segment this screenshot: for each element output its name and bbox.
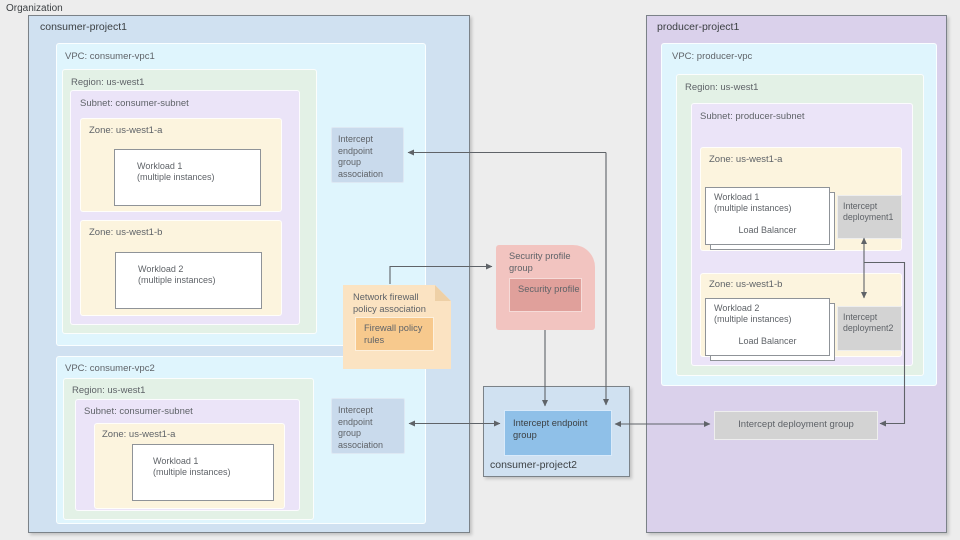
workload-name: Workload 1 [137,161,183,171]
intercept-endpoint-group-association-2: Intercept endpoint group association [331,398,405,454]
consumer-vpc1-box: VPC: consumer-vpc1 Region: us-west1 Subn… [56,43,426,346]
workload-2-stack: Workload 2 (multiple instances) [115,252,262,309]
intercept-endpoint-group-box: Intercept endpoint group [504,410,612,456]
workload-2-lb-stack: Workload 2 (multiple instances) Load Bal… [705,298,835,361]
consumer-vpc2-box: VPC: consumer-vpc2 Region: us-west1 Subn… [56,356,426,524]
producer-vpc-box: VPC: producer-vpc Region: us-west1 Subne… [661,43,937,386]
producer-region-box: Region: us-west1 Subnet: producer-subnet… [676,74,924,376]
consumer-vpc2-subnet-box: Subnet: consumer-subnet Zone: us-west1-a… [75,399,300,511]
network-firewall-policy-association-label: Network firewall policy association [353,292,426,314]
producer-zone-a-box: Zone: us-west1-a Workload 1 (multiple in… [700,147,902,251]
consumer-vpc1-zone-b-box: Zone: us-west1-b Workload 2 (multiple in… [80,220,282,316]
consumer-vpc1-subnet-label: Subnet: consumer-subnet [80,98,189,109]
workload-subtext: (multiple instances) [714,314,792,324]
workload-name: Workload 2 [714,303,760,313]
producer-subnet-box: Subnet: producer-subnet Zone: us-west1-a… [691,103,913,366]
workload-name: Workload 2 [138,264,184,274]
load-balancer-label: Load Balancer [738,225,797,235]
producer-project1-box: producer-project1 VPC: producer-vpc Regi… [646,15,947,533]
network-firewall-policy-association-box: Network firewall policy association Fire… [343,285,451,369]
consumer-project2-box: Intercept endpoint group consumer-projec… [483,386,630,477]
consumer-vpc1-region-label: Region: us-west1 [71,77,145,88]
consumer-project1-box: consumer-project1 VPC: consumer-vpc1 Reg… [28,15,470,533]
producer-vpc-label: VPC: producer-vpc [672,51,753,62]
workload-1-card: Workload 1 (multiple instances) [114,149,261,206]
consumer-vpc1-zone-b-label: Zone: us-west1-b [89,227,163,238]
workload-subtext: (multiple instances) [714,203,792,213]
consumer-vpc2-subnet-label: Subnet: consumer-subnet [84,406,193,417]
workload-name: Workload 1 [714,192,760,202]
workload-2-card: Workload 2 (multiple instances) [115,252,262,309]
consumer-vpc2-label: VPC: consumer-vpc2 [65,363,155,374]
intercept-deployment-group-box: Intercept deployment group [714,411,878,440]
consumer-vpc2-region-label: Region: us-west1 [72,385,146,396]
workload-1-lb-card: Workload 1 (multiple instances) Load Bal… [705,187,830,245]
consumer-vpc1-label: VPC: consumer-vpc1 [65,51,155,62]
firewall-policy-rules-box: Firewall policy rules [355,317,434,351]
workload-1-lb-stack: Workload 1 (multiple instances) Load Bal… [705,187,835,250]
intercept-endpoint-group-association-1: Intercept endpoint group association [331,127,404,183]
workload-name: Workload 1 [153,456,199,466]
consumer-vpc2-zone-a-box: Zone: us-west1-a Workload 1 (multiple in… [94,423,285,509]
security-profile-group-label: Security profile group [509,251,571,273]
intercept-deployment2-box: Intercept deployment2 [837,306,902,351]
load-balancer-label: Load Balancer [738,336,797,346]
organization-label: Organization [6,3,63,14]
consumer-vpc1-zone-a-box: Zone: us-west1-a Workload 1 (multiple in… [80,118,282,212]
producer-project1-title: producer-project1 [657,21,740,33]
consumer-vpc1-zone-a-label: Zone: us-west1-a [89,125,163,136]
consumer-vpc2-region-box: Region: us-west1 Subnet: consumer-subnet… [63,378,314,520]
workload-1-stack: Workload 1 (multiple instances) [132,444,274,501]
workload-2-lb-card: Workload 2 (multiple instances) Load Bal… [705,298,830,356]
producer-zone-a-label: Zone: us-west1-a [709,154,783,165]
producer-zone-b-box: Zone: us-west1-b Workload 2 (multiple in… [700,273,902,361]
workload-1-card: Workload 1 (multiple instances) [132,444,274,501]
security-profile-box: Security profile [509,278,582,312]
consumer-project2-title: consumer-project2 [490,459,577,471]
consumer-project1-title: consumer-project1 [40,21,127,33]
workload-1-stack: Workload 1 (multiple instances) [114,149,261,206]
workload-subtext: (multiple instances) [138,275,216,285]
producer-subnet-label: Subnet: producer-subnet [700,111,805,122]
consumer-vpc1-region-box: Region: us-west1 Subnet: consumer-subnet… [62,69,317,334]
producer-zone-b-label: Zone: us-west1-b [709,279,783,290]
consumer-vpc2-zone-a-label: Zone: us-west1-a [102,429,176,440]
producer-region-label: Region: us-west1 [685,82,759,93]
intercept-deployment1-box: Intercept deployment1 [837,195,902,239]
consumer-vpc1-subnet-box: Subnet: consumer-subnet Zone: us-west1-a… [70,90,300,325]
security-profile-group-box: Security profile group Security profile [496,245,595,330]
workload-subtext: (multiple instances) [137,172,215,182]
workload-subtext: (multiple instances) [153,467,231,477]
